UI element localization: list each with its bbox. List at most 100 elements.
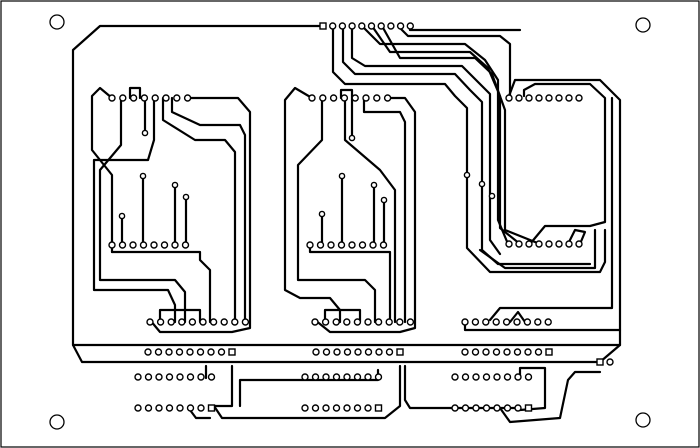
header-top-pad-8 (387, 22, 395, 30)
trace-l3 (128, 86, 142, 100)
ic1-top-pad-9 (228, 348, 236, 356)
ic3-bot-pad-1 (451, 404, 459, 412)
trace-h3 (350, 24, 502, 256)
right-connector-pad-2 (471, 318, 480, 326)
ic2-top-pad-5 (354, 348, 362, 356)
ic3-bot-pad-2 (461, 404, 470, 412)
ic3-top-pad-7 (524, 348, 532, 356)
left-display-bottom-pad-6 (160, 241, 169, 249)
header-top-pad-6 (367, 22, 376, 30)
ic3-mid-pad-3 (472, 373, 480, 381)
left-via-2 (139, 172, 147, 180)
mid-via-5 (318, 210, 326, 218)
ic1-top-pad-7 (207, 348, 215, 356)
trace-b8 (188, 408, 212, 420)
ic1-bot-pad-7 (197, 404, 205, 412)
mid-via-3 (370, 181, 378, 189)
left-display-top-pad-7 (173, 94, 181, 102)
trace-r2 (566, 228, 587, 246)
trace-l7 (170, 96, 247, 324)
mounting-hole-bottom-right (635, 412, 651, 428)
mid-display-top-pad-5 (351, 94, 359, 102)
trace-b4 (212, 364, 402, 420)
left-display-top-pad-4 (140, 94, 149, 102)
ic2-mid-pad-7 (364, 373, 372, 381)
right-connector-pad-8 (534, 318, 542, 326)
left-display-top-pad-3 (129, 94, 138, 102)
right-display-bottom-pad-4 (535, 240, 543, 248)
mid-connector-pad-6 (364, 318, 372, 326)
ic3-mid-pad-7 (514, 373, 522, 381)
ic3-bot-pad-6 (503, 404, 512, 412)
ic3-mid-pad-1 (451, 373, 459, 381)
header-top-pad-3 (338, 22, 347, 30)
ic3-bot-pad-7 (514, 404, 522, 412)
left-via-4 (182, 193, 190, 201)
right-connector-pad-9 (544, 318, 552, 326)
left-connector-pad-5 (188, 318, 197, 326)
ic1-mid-pad-4 (165, 373, 174, 381)
trace-m4 (343, 96, 397, 324)
mid-display-bottom-pad-7 (369, 241, 377, 249)
mid-display-top-pad-3 (329, 94, 338, 102)
ic2-top-pad-6 (364, 348, 373, 356)
ic3-bot-pad-3 (472, 404, 480, 412)
power-connector-pad-1 (596, 358, 604, 366)
right-via-3 (488, 192, 496, 200)
mid-connector-pad-2 (321, 318, 330, 326)
left-connector-pad-2 (156, 318, 165, 326)
ic2-bot-pad-7 (364, 404, 372, 412)
ic2-mid-pad-8 (374, 373, 383, 381)
right-connector-pad-6 (513, 318, 521, 326)
right-display-top-pad-1 (505, 94, 513, 102)
mid-display-bottom-pad-3 (327, 241, 335, 249)
ic2-top-pad-4 (343, 348, 352, 356)
right-connector-pad-3 (482, 318, 490, 326)
ic3-top-pad-9 (545, 348, 553, 356)
mid-connector-pad-9 (396, 318, 404, 326)
ic1-mid-pad-8 (207, 373, 216, 381)
trace-b2 (211, 364, 234, 408)
ic2-mid-pad-6 (353, 373, 362, 381)
right-display-top-pad-6 (555, 94, 563, 102)
mid-connector-pad-4 (343, 318, 351, 326)
mid-display-top-pad-4 (340, 94, 349, 102)
trace-r4 (488, 96, 614, 322)
ic2-top-pad-7 (375, 348, 383, 356)
right-display-bottom-pad-1 (505, 240, 513, 248)
mounting-hole-top-left (49, 14, 65, 30)
left-display-bottom-pad-7 (171, 241, 179, 249)
trace-l8 (148, 96, 252, 334)
mounting-hole-top-right (635, 17, 651, 33)
mid-display-bottom-pad-6 (358, 241, 367, 249)
left-display-top-pad-1 (108, 94, 116, 102)
copper-traces (71, 24, 622, 424)
header-top-pad-10 (406, 22, 414, 30)
ic2-bot-pad-4 (332, 404, 341, 412)
ic1-mid-pad-3 (155, 373, 163, 381)
trace-r1 (522, 82, 607, 246)
trace-l1 (90, 86, 114, 247)
ic3-bot-pad-5 (493, 404, 501, 412)
left-display-bottom-pad-3 (129, 241, 137, 249)
mid-display-top-pad-1 (308, 94, 316, 102)
left-connector-pad-7 (209, 318, 218, 326)
ic1-mid-pad-2 (144, 373, 153, 381)
mid-display-bottom-pad-2 (316, 241, 325, 249)
trace-h5 (370, 24, 522, 246)
ic1-top-pad-8 (217, 348, 226, 356)
left-connector-pad-8 (220, 318, 228, 326)
ic2-bot-pad-2 (311, 404, 320, 412)
ic3-top-pad-8 (534, 348, 543, 356)
left-display-top-pad-2 (119, 94, 127, 102)
ic1-bot-pad-6 (186, 404, 195, 412)
left-display-bottom-pad-1 (108, 241, 116, 249)
ic1-top-pad-5 (186, 348, 194, 356)
ic3-mid-pad-4 (482, 373, 491, 381)
right-display-bottom-pad-2 (515, 240, 523, 248)
right-connector-pad-7 (523, 318, 532, 326)
ic1-top-pad-2 (154, 348, 163, 356)
